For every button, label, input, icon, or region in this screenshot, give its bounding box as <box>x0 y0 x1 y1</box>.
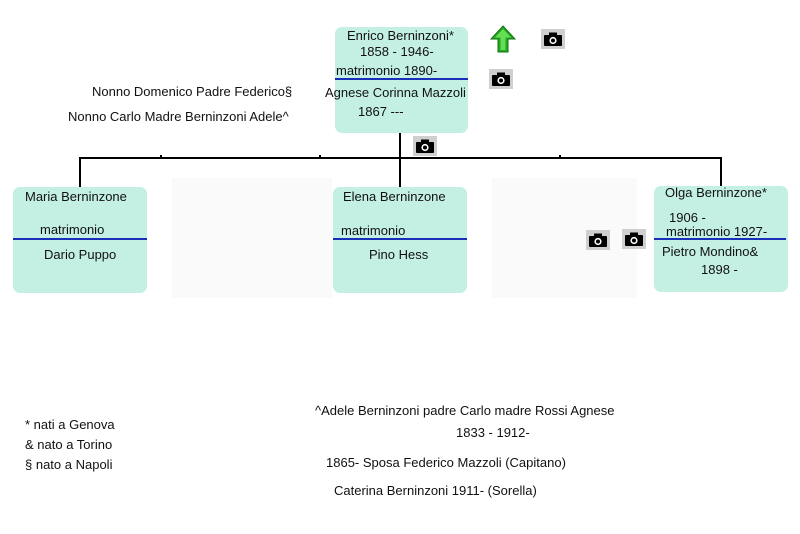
camera-icon[interactable] <box>622 229 646 249</box>
note-marriage: 1865- Sposa Federico Mazzoli (Capitano) <box>326 455 566 470</box>
child-card-elena[interactable] <box>333 187 467 293</box>
camera-icon[interactable] <box>413 136 437 156</box>
tick-mark <box>319 155 321 159</box>
child-spouse-name: Pietro Mondino& <box>662 244 759 259</box>
tick-mark <box>160 155 162 159</box>
legend-genova: * nati a Genova <box>25 417 115 432</box>
child-connector-1 <box>79 157 81 188</box>
child-connector-3 <box>720 157 722 188</box>
marriage-separator <box>654 238 786 240</box>
note-adele: ^Adele Berninzoni padre Carlo madre Ross… <box>315 403 615 418</box>
child-spouse-name: Dario Puppo <box>44 247 117 262</box>
child-spouse-dates: 1898 - <box>701 262 738 277</box>
empty-slot <box>492 178 637 298</box>
child-dates: 1906 - <box>669 210 706 225</box>
root-person-card[interactable] <box>335 27 468 133</box>
root-spouse-name: Agnese Corinna Mazzoli <box>325 85 466 100</box>
child-name: Elena Berninzone <box>343 189 446 204</box>
camera-icon[interactable] <box>489 69 513 89</box>
root-spouse-dates: 1867 --- <box>358 104 404 119</box>
marriage-separator <box>13 238 147 240</box>
grandparent-maternal[interactable]: Nonno Carlo Madre Berninzoni Adele^ <box>68 109 289 124</box>
child-card-maria[interactable] <box>13 187 147 293</box>
root-connector <box>399 132 401 159</box>
empty-slot <box>172 178 332 298</box>
up-arrow-icon[interactable] <box>489 25 517 56</box>
legend-torino: & nato a Torino <box>25 437 113 452</box>
child-spouse-name: Pino Hess <box>369 247 429 262</box>
child-marriage: matrimonio 1927- <box>666 224 768 239</box>
root-dates: 1858 - 1946- <box>360 44 434 59</box>
note-adele-dates: 1833 - 1912- <box>456 425 530 440</box>
tick-mark <box>559 155 561 159</box>
grandparent-paternal[interactable]: Nonno Domenico Padre Federico§ <box>92 84 293 99</box>
child-marriage: matrimonio <box>40 222 105 237</box>
root-marriage: matrimonio 1890- <box>336 63 438 78</box>
camera-icon[interactable] <box>586 230 610 250</box>
child-connector-2 <box>399 157 401 188</box>
child-name: Olga Berninzone* <box>665 185 767 200</box>
camera-icon[interactable] <box>541 29 565 49</box>
marriage-separator <box>333 238 467 240</box>
root-name: Enrico Berninzoni* <box>347 28 454 43</box>
legend-napoli: § nato a Napoli <box>25 457 113 472</box>
marriage-separator <box>335 78 468 80</box>
child-name: Maria Berninzone <box>25 189 127 204</box>
note-sister: Caterina Berninzoni 1911- (Sorella) <box>334 483 537 498</box>
child-marriage: matrimonio <box>341 223 406 238</box>
